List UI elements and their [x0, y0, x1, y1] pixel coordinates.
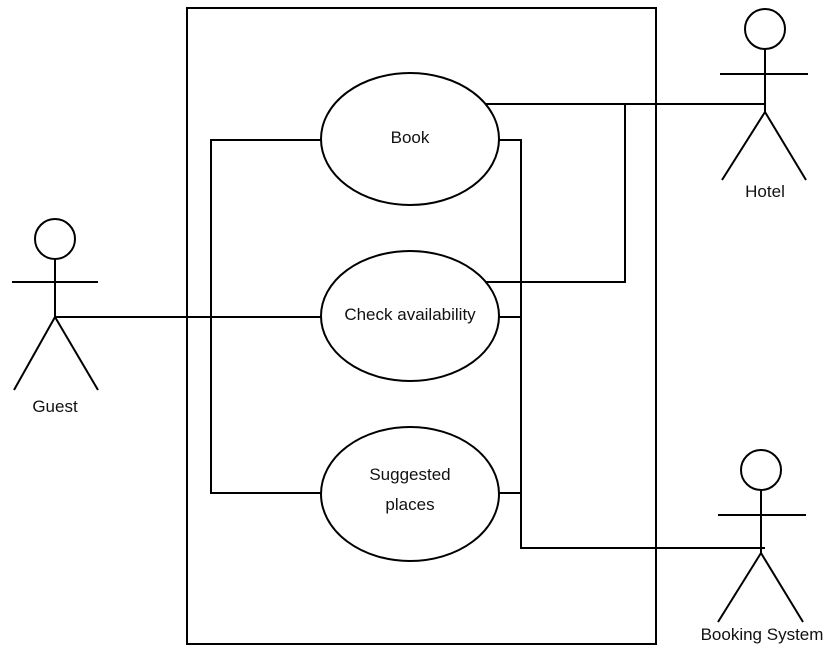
hotel-stick-figure-icon	[720, 8, 808, 181]
booking-system-stick-figure-icon	[717, 449, 806, 623]
use-case-suggested-places-label-line2: places	[385, 495, 434, 514]
actor-guest-label: Guest	[32, 397, 78, 416]
actor-hotel-label: Hotel	[745, 182, 785, 201]
connectors	[55, 103, 765, 549]
actor-guest[interactable]: Guest	[12, 218, 99, 416]
guest-stick-figure-icon	[12, 218, 99, 391]
use-case-book-ellipse	[320, 72, 500, 206]
actor-booking-system[interactable]: Booking System	[701, 449, 824, 644]
use-case-suggested-places-label-line1: Suggested	[369, 465, 450, 484]
right-bracket-line	[495, 139, 765, 549]
use-case-check-availability[interactable]: Check availability	[320, 250, 500, 382]
system-boundary	[186, 7, 657, 645]
use-case-book[interactable]: Book	[320, 72, 500, 206]
use-case-check-availability-ellipse	[320, 250, 500, 382]
actor-hotel[interactable]: Hotel	[720, 8, 808, 201]
use-case-suggested-places[interactable]: Suggested places	[320, 426, 500, 562]
use-case-check-availability-label: Check availability	[344, 305, 476, 324]
use-case-book-label: Book	[391, 128, 430, 147]
left-bracket-line	[210, 139, 322, 494]
use-case-suggested-places-ellipse	[320, 426, 500, 562]
actor-booking-system-label: Booking System	[701, 625, 824, 644]
check-availability-to-hotel-line	[482, 104, 626, 283]
